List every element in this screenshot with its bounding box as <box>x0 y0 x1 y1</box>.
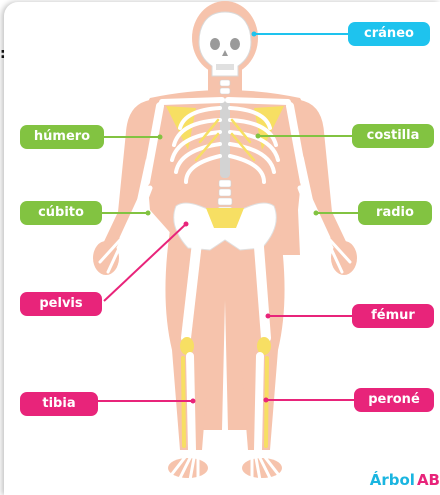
sternum-bone <box>220 98 230 178</box>
kneecap-left <box>180 337 194 355</box>
label-radio: radio <box>358 201 432 225</box>
label-perone: peroné <box>354 388 434 412</box>
label-femur: fémur <box>352 304 434 328</box>
label-craneo: cráneo <box>348 22 430 46</box>
label-tibia: tibia <box>20 392 98 416</box>
label-pelvis: pelvis <box>20 292 102 316</box>
label-costilla: costilla <box>352 124 434 148</box>
logo-abc: AB <box>417 471 440 489</box>
tibia-right <box>258 356 260 450</box>
label-humero: húmero <box>20 125 104 149</box>
label-cubito: cúbito <box>20 201 102 225</box>
arbol-abc-logo: ÁrbolAB <box>370 468 440 492</box>
logo-word: Árbol <box>370 471 415 489</box>
